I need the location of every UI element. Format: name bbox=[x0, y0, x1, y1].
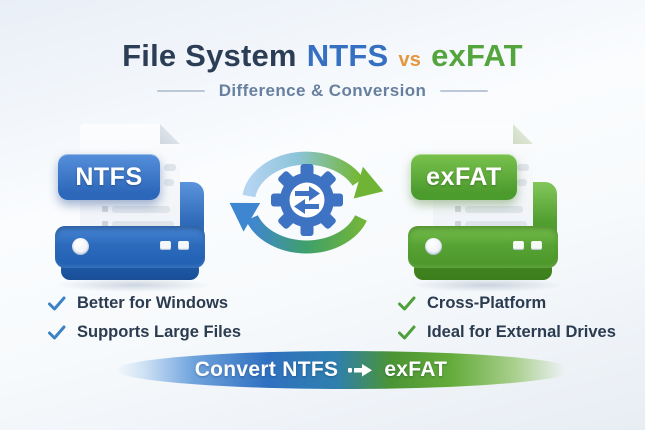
page-fold bbox=[513, 124, 533, 144]
document-text-line bbox=[465, 221, 527, 228]
title-vs: vs bbox=[398, 49, 422, 71]
document-text-line bbox=[112, 221, 174, 228]
title-prefix: File System bbox=[122, 38, 297, 73]
drive-base bbox=[408, 226, 558, 268]
page-title: File System NTFS vs exFAT bbox=[0, 38, 645, 74]
document-bullet bbox=[102, 221, 108, 227]
subtitle: Difference & Conversion bbox=[0, 81, 645, 101]
transfer-right-arrow-icon bbox=[295, 186, 320, 201]
gear-icon bbox=[271, 164, 343, 236]
document-bullet bbox=[455, 206, 461, 212]
check-icon bbox=[48, 296, 66, 311]
exfat-badge: exFAT bbox=[411, 154, 517, 200]
document-bullet bbox=[102, 206, 108, 212]
drive-button bbox=[72, 238, 89, 255]
drive-shadow bbox=[409, 278, 565, 292]
conversion-cycle-icon bbox=[229, 151, 384, 254]
drive-base bbox=[55, 226, 205, 268]
cycle-bottom-arrowhead bbox=[229, 202, 261, 232]
exfat-badge-label: exFAT bbox=[426, 162, 502, 191]
feature-text: Ideal for External Drives bbox=[427, 323, 616, 341]
list-item: Ideal for External Drives bbox=[398, 323, 616, 342]
drive-button bbox=[425, 238, 442, 255]
drive-led bbox=[178, 241, 189, 250]
document-text-line bbox=[465, 206, 523, 213]
subtitle-left-rule bbox=[156, 90, 205, 92]
check-icon bbox=[48, 325, 66, 340]
ntfs-badge: NTFS bbox=[58, 154, 160, 200]
title-exfat: exFAT bbox=[431, 38, 523, 73]
document-text-line bbox=[164, 164, 176, 171]
drive-shadow bbox=[56, 278, 212, 292]
ntfs-badge-label: NTFS bbox=[75, 162, 143, 191]
check-icon bbox=[398, 325, 416, 340]
page-fold bbox=[160, 124, 180, 144]
document-text-line bbox=[517, 179, 527, 186]
convert-banner[interactable]: Convert NTFS exFAT bbox=[116, 351, 574, 389]
right-arrow-icon bbox=[348, 362, 374, 378]
banner-text-after: exFAT bbox=[384, 358, 448, 381]
transfer-left-arrow-icon bbox=[294, 199, 319, 214]
list-item: Supports Large Files bbox=[48, 323, 241, 342]
cycle-top-arc bbox=[242, 151, 364, 198]
drive-led bbox=[160, 241, 171, 250]
check-icon bbox=[398, 296, 416, 311]
subtitle-text: Difference & Conversion bbox=[218, 81, 427, 100]
ntfs-feature-list: Better for Windows Supports Large Files bbox=[48, 294, 241, 342]
drive-led bbox=[531, 241, 542, 250]
ntfs-drive-icon: NTFS bbox=[50, 120, 220, 292]
subtitle-right-rule bbox=[440, 90, 489, 92]
cycle-bottom-arc bbox=[246, 214, 367, 254]
cycle-top-arrowhead bbox=[353, 166, 384, 199]
drive-led bbox=[513, 241, 524, 250]
list-item: Cross-Platform bbox=[398, 294, 616, 313]
feature-text: Better for Windows bbox=[77, 294, 229, 312]
feature-text: Cross-Platform bbox=[427, 294, 547, 312]
exfat-drive-icon: exFAT bbox=[403, 120, 573, 292]
feature-text: Supports Large Files bbox=[77, 323, 242, 341]
title-ntfs: NTFS bbox=[306, 38, 389, 73]
list-item: Better for Windows bbox=[48, 294, 241, 313]
exfat-feature-list: Cross-Platform Ideal for External Drives bbox=[398, 294, 616, 342]
banner-text-before: Convert NTFS bbox=[194, 358, 339, 381]
document-text-line bbox=[112, 206, 170, 213]
document-text-line bbox=[164, 179, 174, 186]
document-text-line bbox=[517, 164, 529, 171]
document-bullet bbox=[455, 221, 461, 227]
